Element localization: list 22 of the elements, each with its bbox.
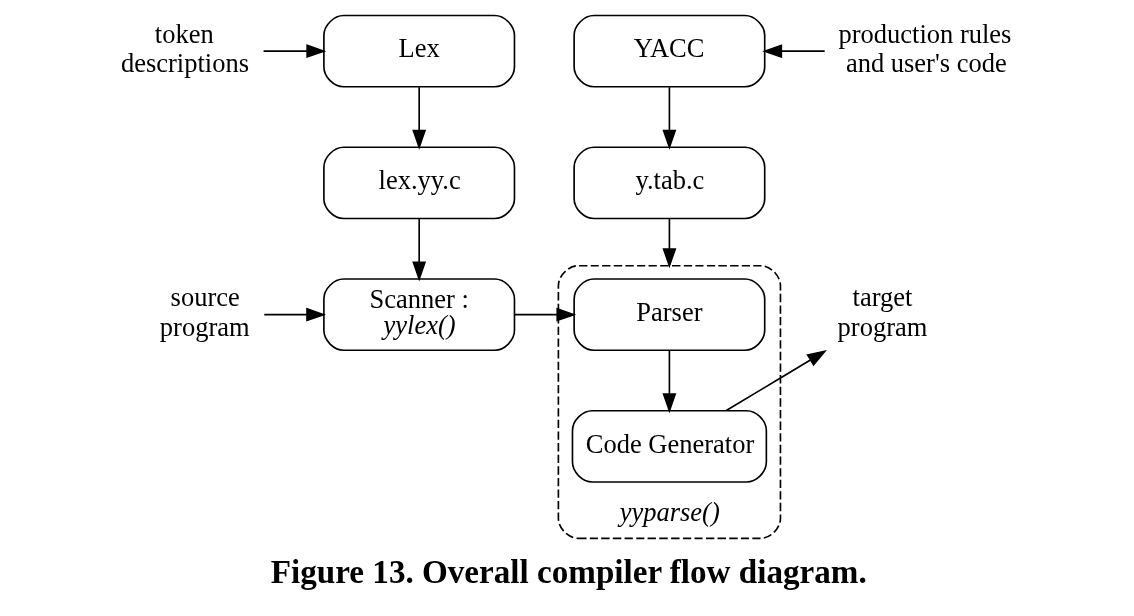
arrow <box>513 307 576 322</box>
arrow <box>661 86 676 150</box>
arrow <box>262 307 326 322</box>
node-box: Lex <box>322 14 515 88</box>
node-text: production rules and user's code <box>837 18 1011 79</box>
arrow <box>761 44 825 59</box>
arrow <box>411 86 426 150</box>
arrow <box>262 44 326 59</box>
node-box: Code Generator <box>571 409 767 483</box>
node-box: YACC <box>572 14 766 88</box>
arrow <box>411 218 426 282</box>
node-text: target program <box>837 282 927 342</box>
node-box: y.tab.c <box>572 146 766 220</box>
arrow <box>661 349 676 414</box>
node-box: Parser <box>572 278 766 352</box>
node-box: Scanner : yylex() <box>322 278 515 352</box>
node-text: source program <box>159 282 250 342</box>
node-text: token descriptions <box>120 18 249 79</box>
caption: Figure 13. Overall compiler flow diagram. <box>270 553 867 591</box>
arrow <box>724 350 827 412</box>
arrow <box>661 218 676 269</box>
node-box: lex.yy.c <box>322 146 515 220</box>
